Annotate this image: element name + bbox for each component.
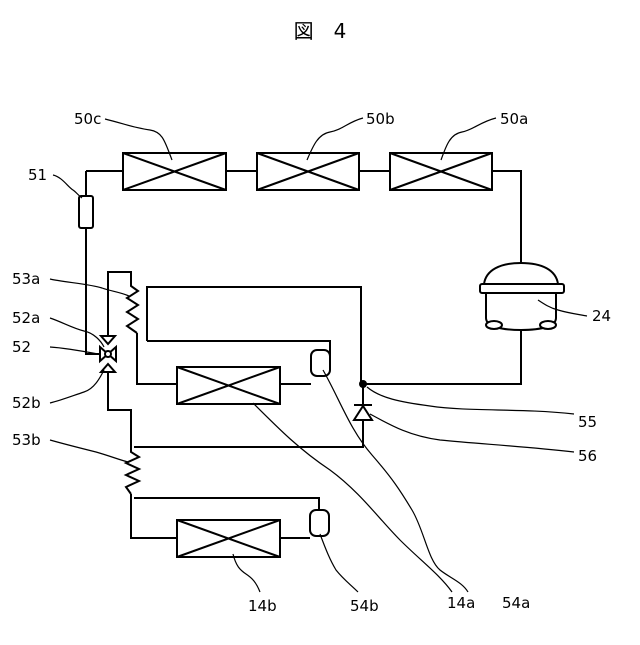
label-50c: 50c	[74, 110, 101, 128]
accumulator-54a	[311, 350, 330, 376]
label-55: 55	[578, 413, 597, 431]
three-way-valve-52	[100, 336, 116, 372]
label-51: 51	[28, 166, 47, 184]
condenser-50c	[123, 153, 226, 190]
label-54b: 54b	[350, 597, 379, 615]
label-52b: 52b	[12, 394, 41, 412]
label-53a: 53a	[12, 270, 40, 288]
label-14a: 14a	[447, 594, 475, 612]
label-14b: 14b	[248, 597, 277, 615]
capillary-53b	[126, 448, 139, 494]
label-50b: 50b	[366, 110, 395, 128]
label-54a: 54a	[502, 594, 530, 612]
label-52a: 52a	[12, 309, 40, 327]
label-53b: 53b	[12, 431, 41, 449]
accumulator-54b	[310, 510, 329, 536]
figure-title: 図 4	[294, 19, 347, 43]
compressor-24	[363, 263, 564, 384]
evaporator-14b	[177, 520, 280, 557]
label-56: 56	[578, 447, 597, 465]
label-52: 52	[12, 338, 31, 356]
capillary-53a	[127, 278, 138, 333]
label-24: 24	[592, 307, 611, 325]
evaporator-14a	[177, 367, 280, 404]
label-50a: 50a	[500, 110, 528, 128]
